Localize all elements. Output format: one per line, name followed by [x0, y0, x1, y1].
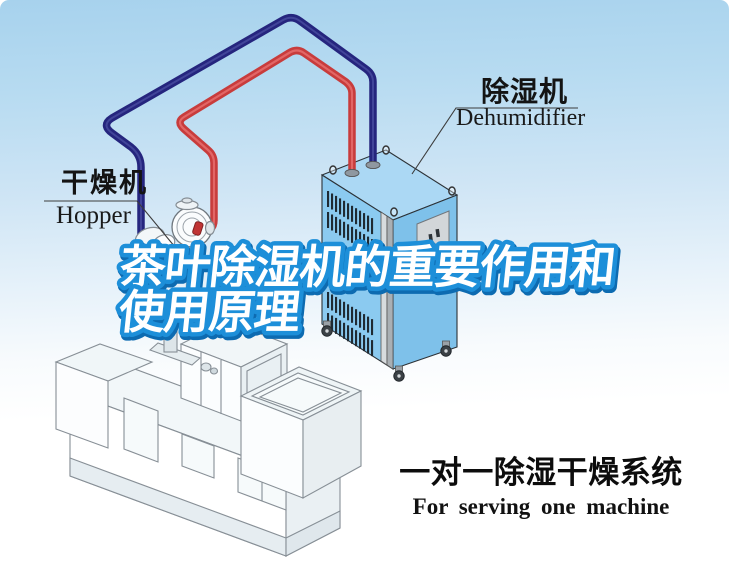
hopper-label-zh: 干燥机: [61, 168, 148, 198]
hopper-leader-line: [44, 200, 176, 248]
pipe-fittings: [344, 160, 381, 178]
title-line2: 使用原理: [116, 286, 302, 338]
control-panel: [416, 210, 450, 269]
caption-block: 一对一除湿干燥系统 For serving one machine: [396, 455, 686, 520]
title-line1: 茶叶除湿机的重要作用和: [117, 241, 617, 293]
caption-zh: 一对一除湿干燥系统: [399, 455, 683, 490]
vent-grille: [327, 191, 374, 357]
title-line1-shadow: 茶叶除湿机的重要作用和: [119, 244, 619, 296]
caption-en: For serving one machine: [412, 494, 670, 520]
hot-pipe-outlet-cap: [192, 221, 204, 236]
dehumidifier-machine-figure: [320, 145, 459, 382]
return-air-pipe: [102, 14, 377, 250]
dehumidifier-label-en: Dehumidifier: [456, 105, 586, 131]
hopper-dryer-figure: [134, 197, 216, 263]
processing-machine-figure: [54, 261, 363, 557]
dehumidifier-leader-line: [411, 107, 578, 175]
eyebolt-rings: [329, 145, 456, 217]
hopper-label-en: Hopper: [56, 202, 131, 229]
hot-air-pipe: [176, 46, 356, 236]
title-line2-shadow: 使用原理: [118, 289, 304, 341]
hopper-mount: [148, 261, 219, 375]
caster-wheels: [321, 320, 452, 382]
dehumidifier-label-zh: 除湿机: [481, 76, 569, 107]
